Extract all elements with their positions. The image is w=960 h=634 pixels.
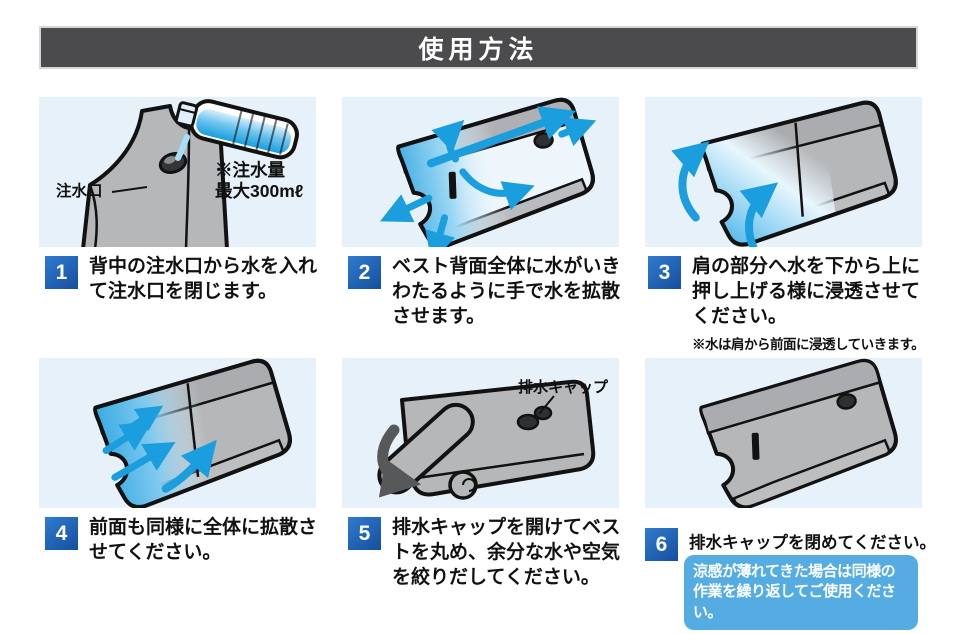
vest-dry-illustration: [699, 358, 898, 508]
drain-cap-label: 排水キャップ: [518, 379, 609, 396]
vest-spread-water-illustration: [380, 97, 597, 247]
vest-roll-drain-illustration: [377, 379, 596, 500]
panel-5-illustration: 排水キャップ: [342, 358, 619, 508]
vest-back-fill-illustration: [81, 99, 299, 247]
step-3-note: ※水は肩から前面に浸透していきます。: [692, 337, 925, 353]
step-3: 3 肩の部分へ水を下から上に 押し上げる様に浸透させて ください。 ※水は肩から…: [648, 256, 948, 353]
step-6: 6 排水キャップを閉めてください。: [645, 528, 950, 561]
step-1-text: 背中の注水口から水を入れ て注水口を閉じます。: [89, 256, 318, 303]
step-2-number-badge: 2: [348, 256, 381, 289]
step-1-number-badge: 1: [45, 256, 78, 289]
panel-4-illustration: [39, 358, 316, 508]
step-3-number-badge: 3: [648, 256, 681, 289]
step-3-text: 肩の部分へ水を下から上に 押し上げる様に浸透させて ください。: [692, 256, 921, 328]
step-4-number-badge: 4: [45, 517, 78, 550]
title-bar: 使用方法: [39, 26, 918, 69]
panel-6-illustration: [645, 358, 922, 508]
step-4-text: 前面も同様に全体に拡散さ せてください。: [89, 517, 318, 564]
water-amount-label: ※注水量 最大300mℓ: [215, 160, 304, 202]
vest-front-spread-illustration: [91, 358, 292, 508]
page-title: 使用方法: [418, 35, 539, 64]
step-4: 4 前面も同様に全体に拡散さ せてください。: [45, 517, 335, 565]
repeat-usage-note-box: 涼感が薄れてきた場合は同様の 作業を繰り返してご使用ください。: [684, 555, 918, 630]
step-5-text: 排水キャップを開けてベス トを丸め、余分な水や空気 を絞りだしてください。: [392, 517, 621, 589]
step-2: 2 ベスト背面全体に水がいき わたるように手で水を拡散 させます。: [348, 256, 638, 329]
vest-shoulder-soak-illustration: [671, 100, 898, 247]
step-6-text: 排水キャップを閉めてください。: [689, 534, 937, 552]
step-6-number-badge: 6: [645, 528, 678, 561]
step-5-number-badge: 5: [348, 517, 381, 550]
inlet-label: 注水口: [56, 183, 103, 200]
panel-1-illustration: 注水口 ※注水量 最大300mℓ: [39, 97, 316, 247]
panel-2-illustration: [342, 97, 619, 247]
step-1: 1 背中の注水口から水を入れ て注水口を閉じます。: [45, 256, 335, 304]
step-5: 5 排水キャップを開けてベス トを丸め、余分な水や空気 を絞りだしてください。: [348, 517, 638, 590]
step-2-text: ベスト背面全体に水がいき わたるように手で水を拡散 させます。: [392, 256, 621, 328]
panel-3-illustration: [645, 97, 922, 247]
